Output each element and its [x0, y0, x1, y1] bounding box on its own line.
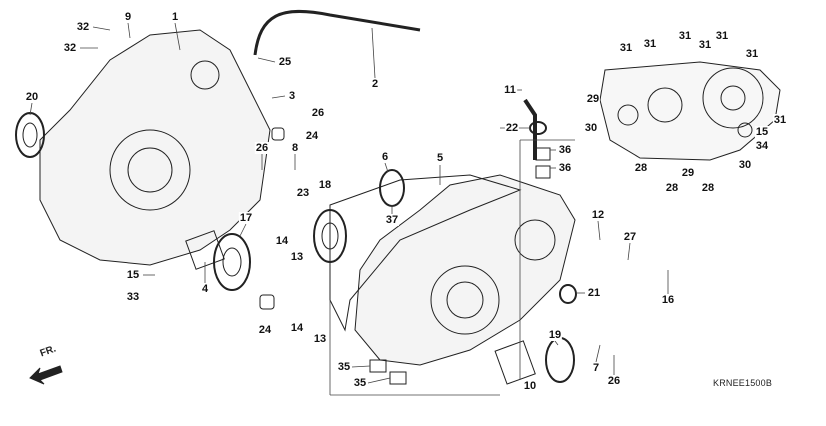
part-label-24: 24 [304, 130, 320, 142]
part-label-33: 33 [125, 291, 141, 303]
part-label-24: 24 [257, 324, 273, 336]
part-label-28: 28 [664, 182, 680, 194]
part-label-7: 7 [591, 362, 601, 374]
part-label-32: 32 [75, 21, 91, 33]
part-label-29: 29 [585, 93, 601, 105]
part-label-17: 17 [238, 212, 254, 224]
front-arrow-icon [29, 365, 63, 385]
part-label-31: 31 [772, 114, 788, 126]
right-crankcase [354, 174, 576, 366]
part-label-19: 19 [547, 329, 563, 341]
plate-10 [494, 340, 536, 385]
bearing-17 [213, 233, 251, 291]
right-cover-gasket [599, 61, 781, 161]
part-label-9: 9 [123, 11, 133, 23]
part-label-34: 34 [754, 140, 770, 152]
part-label-30: 30 [737, 159, 753, 171]
sensor-11 [523, 98, 537, 160]
part-label-21: 21 [586, 287, 602, 299]
part-label-10: 10 [522, 380, 538, 392]
part-label-31: 31 [744, 48, 760, 60]
oil-seal-19 [545, 337, 575, 383]
part-label-3: 3 [287, 90, 297, 102]
part-label-27: 27 [622, 231, 638, 243]
part-label-37: 37 [384, 214, 400, 226]
bearing-18 [313, 209, 347, 263]
part-label-4: 4 [200, 283, 210, 295]
part-label-23: 23 [295, 187, 311, 199]
part-label-31: 31 [618, 42, 634, 54]
oil-seal-20 [15, 112, 45, 158]
part-label-25: 25 [277, 56, 293, 68]
left-crankcase [39, 29, 271, 266]
part-label-22: 22 [504, 122, 520, 134]
figure-code: KRNEE1500B [713, 378, 773, 388]
part-label-26: 26 [254, 142, 270, 154]
part-label-8: 8 [290, 142, 300, 154]
part-label-36: 36 [557, 144, 573, 156]
part-label-13: 13 [312, 333, 328, 345]
part-label-14: 14 [274, 235, 290, 247]
part-label-35: 35 [336, 361, 352, 373]
part-label-26: 26 [310, 107, 326, 119]
part-label-32: 32 [62, 42, 78, 54]
part-label-12: 12 [590, 209, 606, 221]
part-label-36: 36 [557, 162, 573, 174]
bushing-24 [259, 294, 275, 310]
oil-seal-6 [379, 169, 405, 207]
part-label-28: 28 [700, 182, 716, 194]
part-label-15: 15 [125, 269, 141, 281]
part-label-16: 16 [660, 294, 676, 306]
part-label-6: 6 [380, 151, 390, 163]
part-label-35: 35 [352, 377, 368, 389]
part-label-28: 28 [633, 162, 649, 174]
part-label-31: 31 [642, 38, 658, 50]
part-label-29: 29 [680, 167, 696, 179]
part-label-31: 31 [714, 30, 730, 42]
bearing-21 [559, 284, 577, 304]
breather-hose [253, 9, 421, 56]
plate-4 [185, 230, 225, 270]
part-label-15: 15 [754, 126, 770, 138]
part-label-14: 14 [289, 322, 305, 334]
part-label-5: 5 [435, 152, 445, 164]
part-label-1: 1 [170, 11, 180, 23]
part-label-26: 26 [606, 375, 622, 387]
part-label-11: 11 [503, 84, 517, 96]
part-label-31: 31 [677, 30, 693, 42]
part-label-31: 31 [697, 39, 713, 51]
part-label-18: 18 [317, 179, 333, 191]
bearing-22 [529, 121, 547, 135]
part-label-30: 30 [583, 122, 599, 134]
part-label-20: 20 [24, 91, 40, 103]
part-label-2: 2 [370, 78, 380, 90]
gasket [329, 174, 522, 332]
part-label-13: 13 [289, 251, 305, 263]
